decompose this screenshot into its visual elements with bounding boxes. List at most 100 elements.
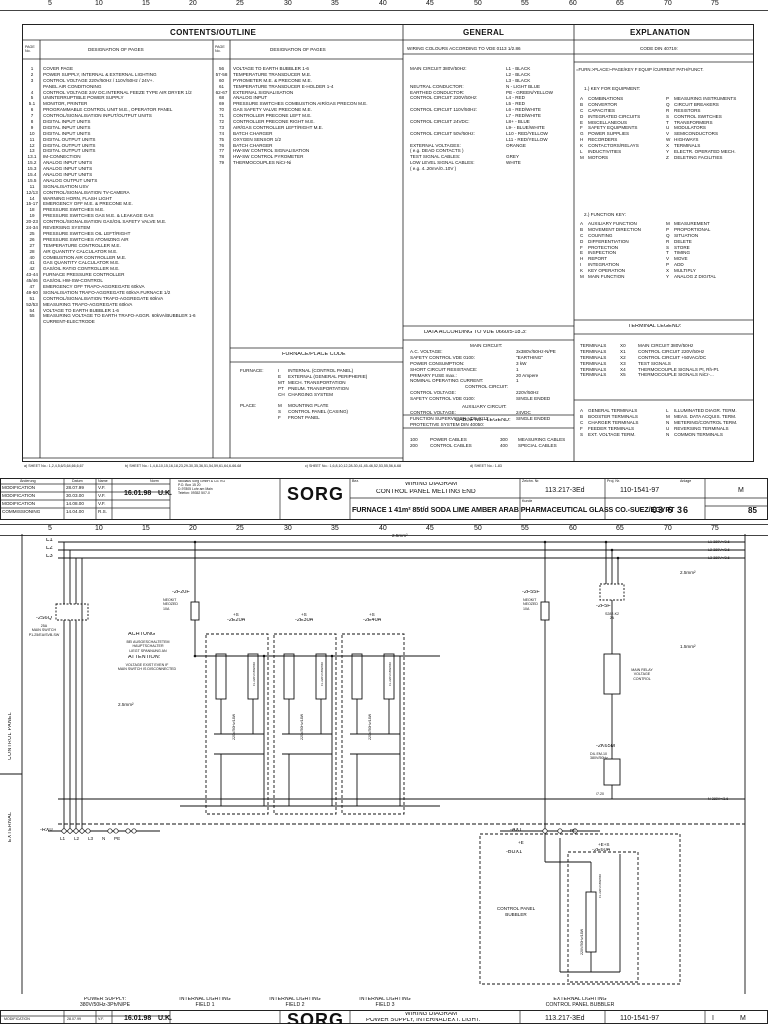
wire-size-label-relay: 1.5mm² xyxy=(680,644,696,649)
key-equipment-row-cell: C xyxy=(580,107,584,113)
cable-legend-row-cell: 200 xyxy=(410,442,418,448)
page-designation: CONTROL/SIGNALISATION GAS/OIL SAFETY VAL… xyxy=(43,219,167,225)
ruler-mark: 60 xyxy=(569,525,577,532)
furnace-code-row-cell: CHARGING SYSTEM xyxy=(288,391,333,397)
function-key-row-cell: MEASUREMENT xyxy=(674,221,710,226)
ruler-mark: 75 xyxy=(711,0,719,7)
page-designation: CONTROL VOLTAGE 24V DC.INTERNAL FEEZE TY… xyxy=(43,89,192,95)
terminal-type-row-cell: BOOSTER TERMINALS xyxy=(588,413,638,419)
page-number: 70 xyxy=(218,107,225,113)
wiring-colour-row: EARTHED CONDUCTOR:PE - GREEN/YELLOW xyxy=(410,90,572,96)
terminal-legend-row-cell: THERMOCOUPLE SIGNALS NiCr-... xyxy=(638,372,714,378)
furnace-code-row-cell: MT xyxy=(278,379,285,385)
wiring-colour-row-cell: CONTROL CIRCUIT 50V/50Hz: xyxy=(410,130,475,136)
page-designation: ANALOG INPUT UNITS xyxy=(43,172,93,178)
relay-k65m-id: -2K65M xyxy=(596,744,616,749)
key-equipment-row-cell: HIGHWAYS xyxy=(674,137,699,143)
terminal-legend-row-cell: TERMINALS xyxy=(580,348,607,354)
page-number: 51 xyxy=(29,295,35,301)
wiring-colour-row-cell: NEUTRAL CONDUCTOR: xyxy=(410,83,464,89)
page-designation: CONTROL VOLTAGE 220V/50Hz / 110V/50Hz / … xyxy=(43,77,154,83)
tb2-sheet-title-2: POWER SUPPLY, INTERNAL/EXT. LIGHT. xyxy=(366,1018,481,1023)
sheet-note-a: a) SHEET No.: 1,2,4,5,6/3,64,66,6,67 xyxy=(24,464,84,468)
key-equipment-head: 1.) KEY FOR EQUIPMENT: xyxy=(584,86,641,91)
key-equipment-row-cell: RECORDERS xyxy=(588,137,618,143)
page-designation: POWER SUPPLY, INTERNAL & EXTERNAL LIGHTI… xyxy=(43,71,157,77)
terminal-legend-row-cell: X0 xyxy=(620,343,626,348)
key-equipment-row-cell: W xyxy=(666,137,671,143)
function-key-row-cell: TIMING xyxy=(674,250,691,256)
wire-size-label: 2.5mm² xyxy=(392,533,408,538)
function-key-row-cell: Y xyxy=(666,274,670,280)
terminal-type-row-cell: FEEDER TERMINALS xyxy=(588,425,635,431)
ruler-mark: 40 xyxy=(379,525,387,532)
wiring-colour-row-cell: L2 - BLACK xyxy=(506,71,531,77)
ruler-mark: 25 xyxy=(236,0,244,7)
function-key-row-cell: MULTIPLY xyxy=(674,268,696,274)
key-equipment-row-cell: L xyxy=(580,149,583,155)
terminal-type-row-cell: N xyxy=(666,419,670,425)
revision-cell: 14.04.00 xyxy=(66,509,84,514)
function-key-row-cell: AUXILIARY FUNCTION xyxy=(588,221,637,226)
wiring-diagram xyxy=(0,534,746,994)
main-circuit-row: SHORT CIRCUIT RESISTANCE:1 xyxy=(410,367,572,373)
ref-n: N-380V=/3.6 xyxy=(708,797,729,801)
aux-circuit-row-cell: 24VDC xyxy=(516,410,531,415)
page-designation: VOLTAGE TO EARTH BUBBLER 1-6 xyxy=(43,307,119,313)
aux-circuit-row-cell: SINGLE ENDED xyxy=(516,415,551,421)
designation-header: DESIGNATION OF PAGES xyxy=(88,47,144,52)
page-number: 15.3 xyxy=(27,166,37,172)
explanation-title: EXPLANATION xyxy=(630,28,691,37)
page-number: 75 xyxy=(218,136,225,142)
sheet-note-d: d) SHEET No.: 1-83 xyxy=(470,464,502,468)
furnace-code-row-cell: INTERNAL (CONTROL PANEL) xyxy=(288,368,354,373)
terminal-type-row-cell: EXT. VOLTAGE TERM. xyxy=(588,431,636,437)
main-circuit-row-cell: 20 Ampere xyxy=(516,372,539,378)
terminal-type-row-cell: MEAS. DATA ACQUIS. TERM. xyxy=(674,413,737,419)
function-key-row-cell: SITUATION xyxy=(674,232,699,238)
revision-cell: 14.08.00 xyxy=(66,501,84,506)
second-ruler: 5 10 15 20 25 30 35 40 45 50 55 60 65 70… xyxy=(0,524,768,536)
drawing-number: 113.217-3Ed xyxy=(545,487,585,494)
page-designation: PROGRAMMABLE CONTROL UNIT M.E., OPERATOR… xyxy=(43,107,173,113)
bottom-term-l2: L2 xyxy=(74,836,80,841)
terminal-legend-row-cell: TERMINALS xyxy=(580,372,607,378)
function-key-row-cell: ANALOG Z DIGITAL xyxy=(674,274,717,280)
page-number: 7 xyxy=(30,113,34,119)
revision-cell: 30.03.00 xyxy=(66,493,84,498)
aux-circuit-row-cell: FUNCTION SUPERVISION VDE 0113: xyxy=(410,415,490,421)
page-designation: TEMPERATURE TRANSDUCER M.E. xyxy=(233,71,312,77)
page-number: 8 xyxy=(30,119,34,125)
main-circuit-row: SAFETY CONTROL VDE 0100:"EARTHING" xyxy=(410,355,572,361)
wiring-colour-row-cell: L10 - RED/YELLOW xyxy=(506,130,548,136)
revision-cell: V.F. xyxy=(98,493,106,498)
function-key-row-cell: PROTECTION xyxy=(588,244,619,250)
wiring-colour-row-cell: L7 - RED/WHITE xyxy=(506,113,541,119)
wiring-colour-row: MAIN CIRCUIT 380V/50Hz:L1 - BLACK xyxy=(410,66,572,72)
terminal-legend-row-cell: CONTROL CIRCUIT 220V/50Hz xyxy=(638,348,705,354)
designation-header-2: DESIGNATION OF PAGES xyxy=(270,47,326,52)
page-designation: COVER PAGE xyxy=(43,66,74,71)
page-number: 20-23 xyxy=(26,219,38,225)
tb2-author: U.K. xyxy=(158,1015,172,1022)
tb2-project-number: 110-1541-97 xyxy=(620,1015,660,1022)
e60a-prefix: +E+S xyxy=(598,842,610,847)
terminal-legend-row-cell: TERMINALS xyxy=(580,343,607,348)
terminal-type-row-cell: F xyxy=(580,425,583,431)
code-din-head: CODE DIN 40719: xyxy=(640,46,678,51)
caption-power-supply: POWER SUPPLY:380V/50Hz-3Ph/N/PE xyxy=(79,997,131,1008)
function-key-row-cell: P xyxy=(666,226,670,232)
page-number: 79 xyxy=(218,160,225,166)
ruler-mark: 70 xyxy=(664,525,672,532)
function-key-row-cell: P xyxy=(666,262,670,268)
